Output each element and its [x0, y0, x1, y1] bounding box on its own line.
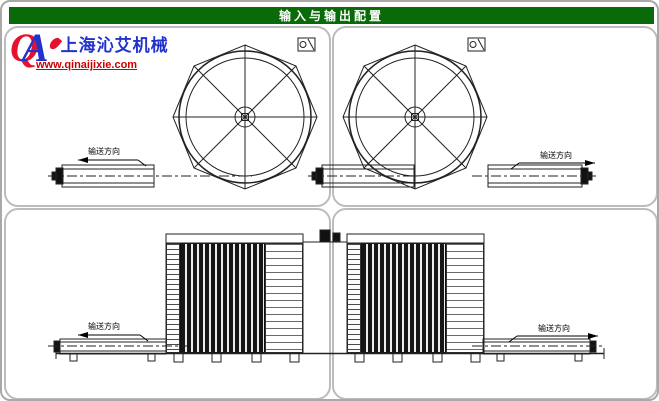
outfeed-conveyor-bottom-left [48, 338, 187, 362]
outfeed-conveyor-bottom-right [472, 338, 602, 362]
direction-label: 输送方向 [88, 321, 120, 331]
page-title: 输入与输出配置 [278, 9, 384, 23]
top-view-right-tower [342, 37, 488, 190]
direction-annotation-top-right: 输送方向 [510, 150, 595, 170]
outfeed-conveyor-top-right [472, 164, 598, 188]
logo-letter-q: Q [10, 25, 39, 70]
arrow-right-icon [585, 160, 595, 166]
direction-annotation-top-left: 输送方向 [78, 146, 147, 167]
direction-annotation-bottom-right: 输送方向 [508, 323, 598, 343]
company-logo: Q A 上海沁艾机械 www.qinaijixie.com [10, 28, 180, 71]
title-bar: 输入与输出配置 [9, 7, 654, 24]
arrow-left-icon [78, 332, 88, 338]
right-tower-ladder-frame [446, 243, 484, 353]
front-view-right-tower [346, 233, 485, 363]
company-name: 上海沁艾机械 [60, 36, 169, 55]
direction-annotation-bottom-left: 输送方向 [78, 321, 149, 342]
drive-unit-icon [297, 37, 316, 52]
tower-connector [303, 229, 347, 243]
arrow-left-icon [78, 157, 88, 163]
direction-label: 输送方向 [88, 146, 120, 156]
logo-letter-a: A [21, 25, 49, 70]
front-view-left-tower [165, 233, 304, 363]
website-url[interactable]: www.qinaijixie.com [36, 59, 138, 71]
drive-unit-icon [467, 37, 486, 52]
arrow-right-icon [588, 333, 598, 339]
direction-label: 输送方向 [538, 323, 570, 333]
outfeed-conveyor-top-left [48, 164, 252, 188]
direction-label: 输送方向 [540, 150, 572, 160]
infeed-conveyor-top-middle [308, 164, 417, 188]
top-view-left-tower [172, 37, 318, 190]
